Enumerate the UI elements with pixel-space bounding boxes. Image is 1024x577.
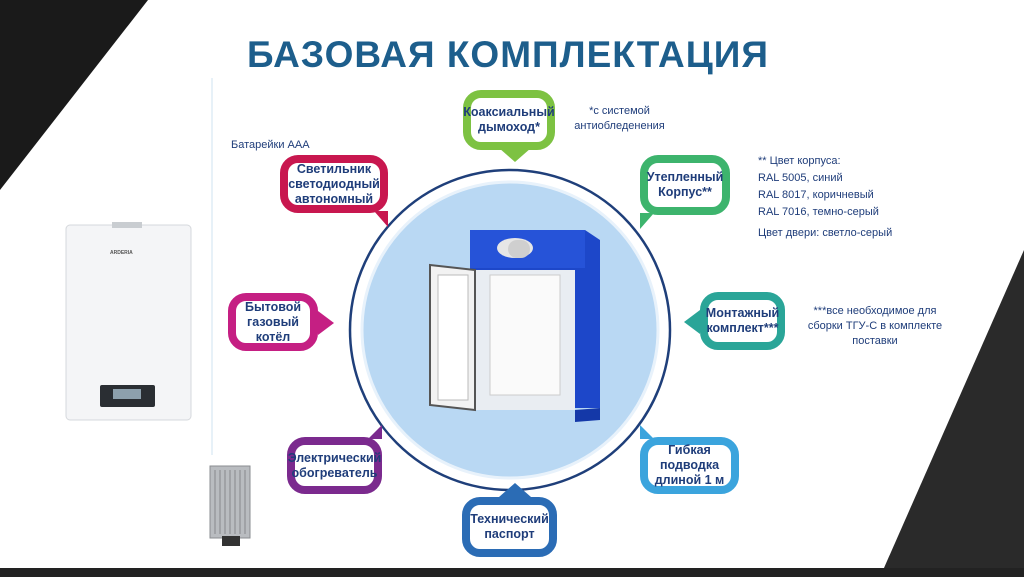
bubble-casing-label: Утепленный Корпус**	[646, 170, 724, 199]
note-mounting-line: сборки ТГУ-С в комплекте	[807, 320, 943, 332]
note-mounting-line: ***все необходимое для	[813, 305, 937, 317]
note-casing: ** Цвет корпуса: RAL 5005, синий RAL 801…	[758, 154, 892, 241]
bubble-passport: Технический паспорт	[462, 483, 557, 557]
bubble-mounting: Монтажный комплект***	[684, 292, 785, 350]
bubble-lamp-label: Светильник светодиодный автономный	[288, 161, 380, 206]
bubble-boiler-label: Бытовой газовый котёл	[244, 299, 302, 344]
note-chimney-line: *с системой	[589, 105, 650, 117]
bubble-casing: Утепленный Корпус**	[640, 155, 730, 229]
note-casing-line: RAL 8017, коричневый	[758, 189, 874, 201]
bubble-hose: Гибкая подводка длиной 1 м	[640, 425, 739, 494]
page-title: БАЗОВАЯ КОМПЛЕКТАЦИЯ	[247, 34, 769, 75]
note-casing-line: RAL 7016, темно-серый	[758, 206, 879, 218]
bubble-chimney: Коаксиальный дымоход*	[463, 90, 555, 162]
gas-boiler-image	[65, 222, 192, 421]
note-casing-line: RAL 5005, синий	[758, 172, 843, 184]
bottom-strip	[0, 568, 1024, 577]
note-casing-line: ** Цвет корпуса:	[758, 155, 841, 167]
bubble-heater-label: Электрический обогреватель	[287, 450, 382, 480]
corner-decoration-bottom-right	[880, 250, 1024, 577]
note-door-color: Цвет двери: светло-серый	[758, 227, 893, 239]
boiler-brand-label: ARDERIA	[110, 250, 133, 256]
note-batteries: Батарейки ААА	[231, 139, 310, 151]
bubble-passport-label: Технический паспорт	[470, 512, 549, 541]
note-mounting-line: поставки	[852, 335, 898, 347]
bubble-hose-label: Гибкая подводка длиной 1 м	[654, 443, 725, 487]
note-chimney-line: антиобледенения	[574, 120, 665, 132]
electric-heater-image	[209, 465, 251, 546]
bubble-boiler: Бытовой газовый котёл	[228, 293, 334, 351]
corner-decoration-top-left	[0, 0, 148, 190]
cabinet-image	[429, 230, 600, 422]
note-mounting: ***все необходимое для сборки ТГУ-С в ко…	[805, 304, 945, 349]
bubble-chimney-label: Коаксиальный дымоход*	[463, 105, 555, 134]
bubble-lamp: Светильник светодиодный автономный	[280, 155, 388, 227]
note-chimney: *с системой антиобледенения	[572, 104, 667, 134]
bubble-mounting-label: Монтажный комплект***	[705, 306, 780, 335]
bubble-heater: Электрический обогреватель	[287, 425, 382, 494]
